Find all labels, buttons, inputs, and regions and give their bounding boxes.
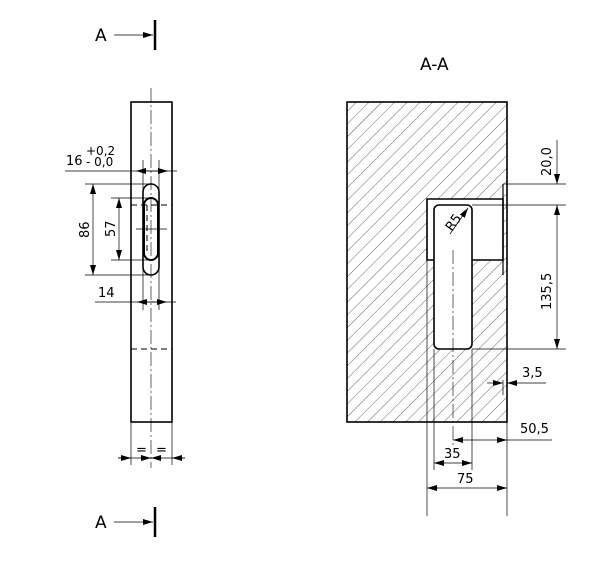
dim-50-5-label: 50,5 — [520, 422, 549, 437]
dim-width-label: 16 — [66, 154, 83, 169]
dim-20-label: 20,0 — [540, 147, 555, 176]
front-view: 16 +0,2 - 0,0 86 57 14 = = — [65, 88, 185, 468]
section-title: A-A — [420, 55, 449, 75]
dim-3-5-label: 3,5 — [522, 366, 543, 381]
equal-right-label: = — [156, 443, 167, 458]
dim-57-label: 57 — [104, 220, 119, 237]
radius-label: R5 — [443, 212, 465, 235]
section-view: R5 20,0 135,5 3,5 50,5 35 75 — [346, 101, 566, 516]
section-marker-label: A — [95, 513, 107, 533]
dim-75-label: 75 — [457, 472, 474, 487]
tolerance-upper: +0,2 — [86, 144, 115, 158]
equal-left-label: = — [136, 443, 147, 458]
section-marker-top: A — [95, 20, 157, 50]
tolerance-lower: - 0,0 — [86, 155, 113, 169]
dim-35-label: 35 — [444, 447, 461, 462]
dim-135-label: 135,5 — [540, 273, 555, 310]
dim-14-label: 14 — [98, 286, 115, 301]
section-marker-label: A — [95, 26, 107, 46]
section-marker-bottom: A — [95, 507, 157, 537]
dim-86-label: 86 — [78, 221, 93, 238]
